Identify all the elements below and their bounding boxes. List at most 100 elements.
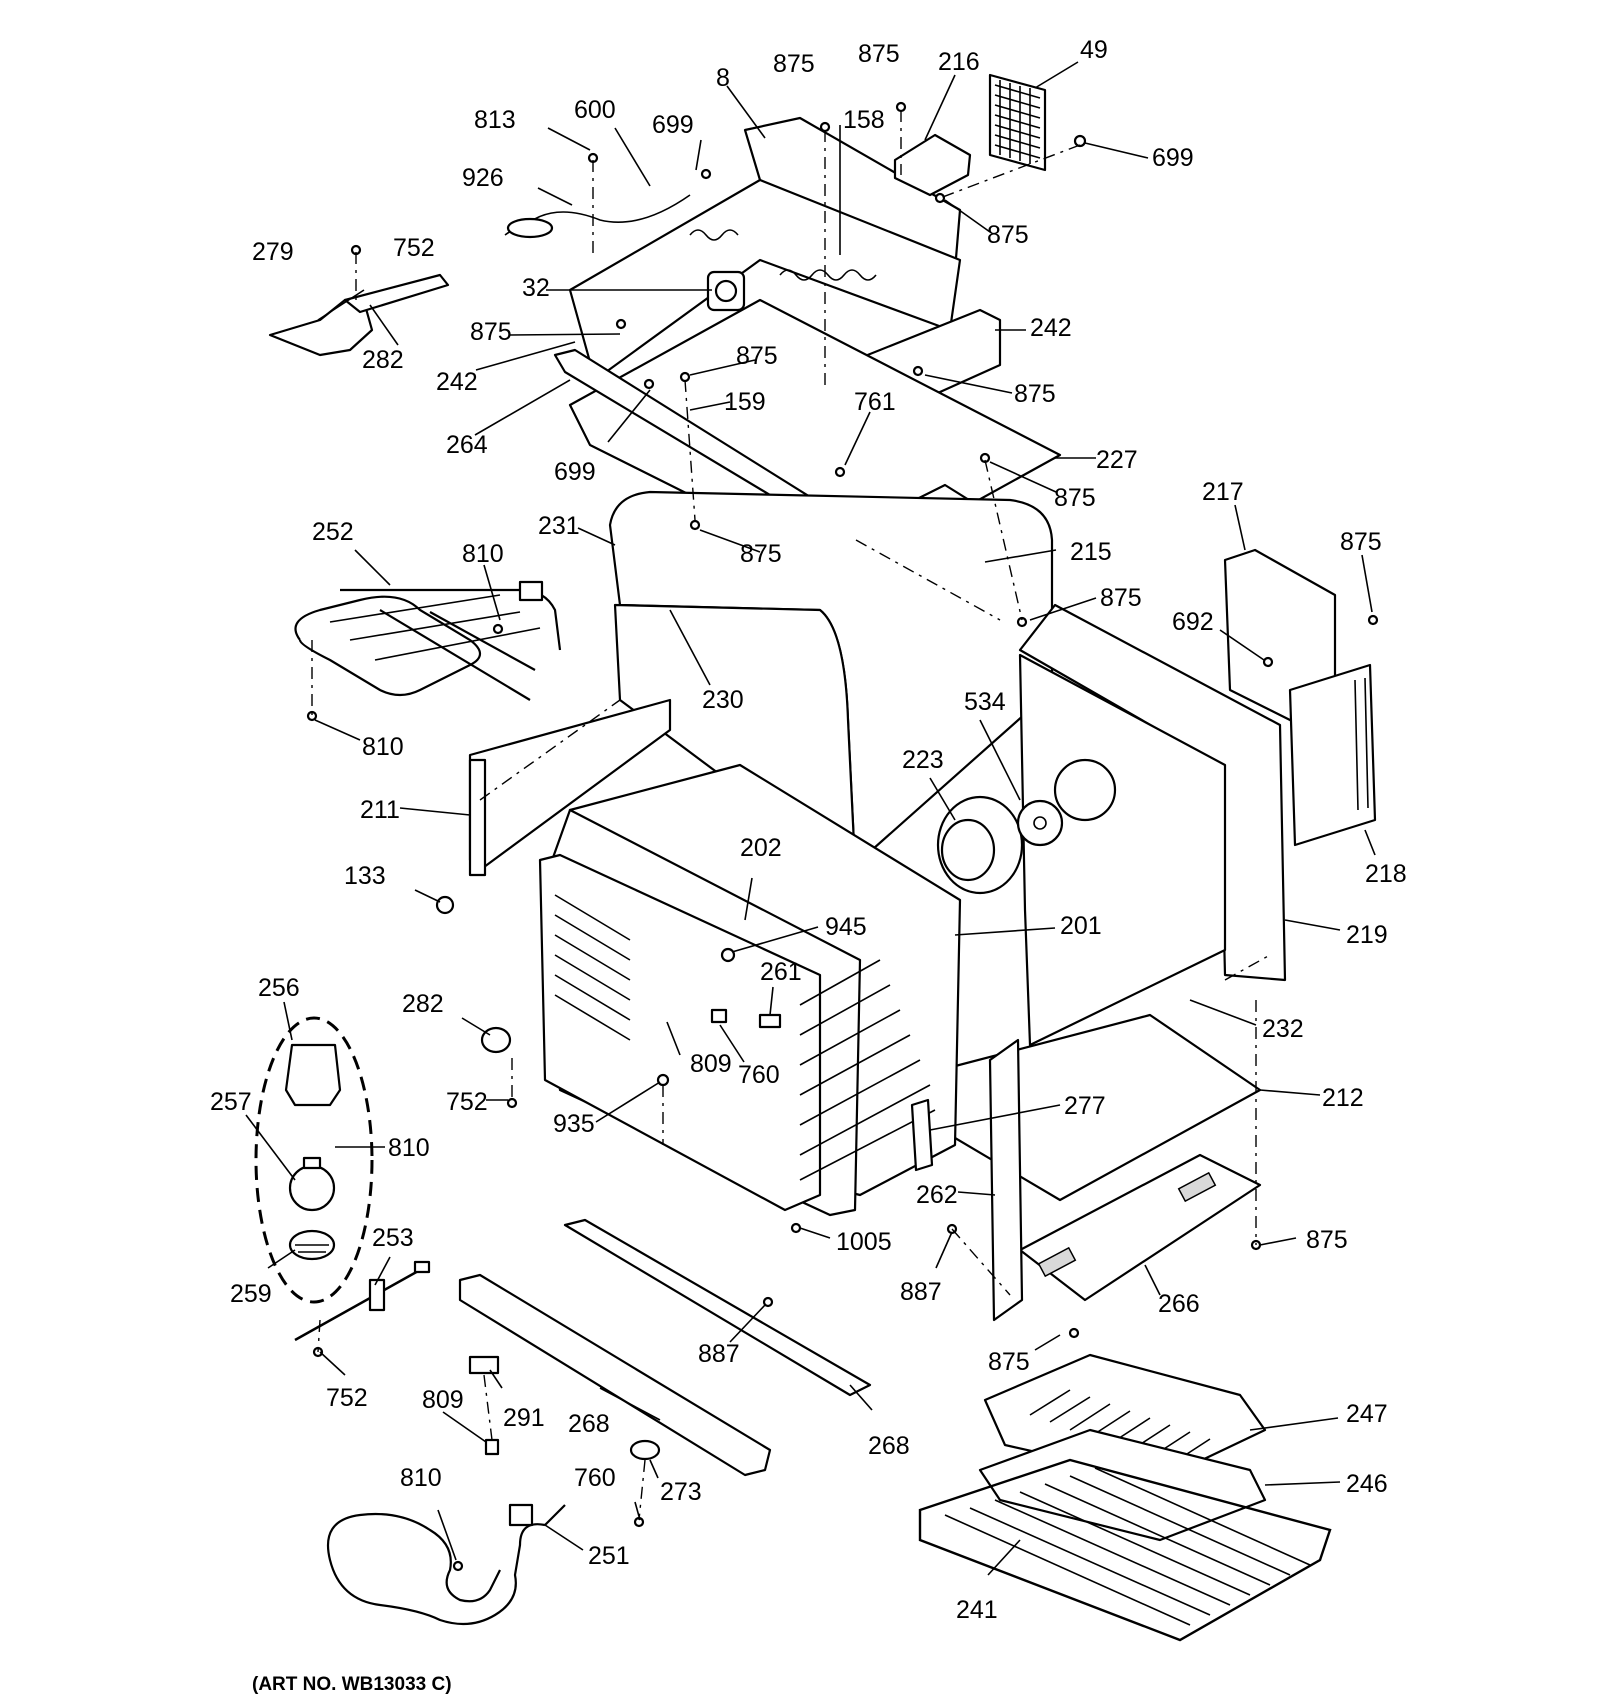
- callout-279: 279: [252, 238, 294, 266]
- part-277-hinge-receiver: [910, 1098, 934, 1172]
- callout-752: 752: [326, 1384, 368, 1412]
- callout-699: 699: [1152, 144, 1194, 172]
- callout-247: 247: [1346, 1400, 1388, 1428]
- callout-875: 875: [470, 318, 512, 346]
- part-534-fan-plate: [1016, 799, 1064, 847]
- callout-202: 202: [740, 834, 782, 862]
- callout-282: 282: [362, 346, 404, 374]
- callout-219: 219: [1346, 921, 1388, 949]
- callout-246: 246: [1346, 1470, 1388, 1498]
- callout-232: 232: [1262, 1015, 1304, 1043]
- callout-268: 268: [868, 1432, 910, 1460]
- callout-875: 875: [1054, 484, 1096, 512]
- oven-cavity-assembly: [538, 763, 962, 1217]
- part-945-grommet: [720, 947, 736, 963]
- part-49-grille: [988, 73, 1047, 172]
- part-291-switch: [468, 1355, 500, 1375]
- callout-241: 241: [956, 1596, 998, 1624]
- part-282-lamp-shield-strip: [343, 273, 450, 314]
- part-256-lamp-group: [254, 1016, 374, 1304]
- cavity-opening: [538, 853, 822, 1212]
- part-261-sensor: [758, 1013, 782, 1029]
- part-216-cover: [893, 133, 972, 197]
- rear-opening: [1053, 758, 1117, 822]
- bottom-assembly: [938, 1013, 1262, 1302]
- callout-216: 216: [938, 48, 980, 76]
- part-218-terminal-block: [1288, 663, 1377, 847]
- part-935-plug: [656, 1073, 670, 1087]
- part-926-wire-clip: [506, 217, 554, 239]
- part-133-screw: [435, 895, 455, 915]
- callout-223: 223: [902, 746, 944, 774]
- callout-810: 810: [388, 1134, 430, 1162]
- leader-lines: [245, 61, 1376, 1576]
- callout-49: 49: [1080, 36, 1108, 64]
- callout-809: 809: [422, 1386, 464, 1414]
- callout-875: 875: [1340, 528, 1382, 556]
- callout-809: 809: [690, 1050, 732, 1078]
- part-257-lamp-socket: [284, 1043, 342, 1107]
- callout-810: 810: [400, 1464, 442, 1492]
- callout-761: 761: [854, 388, 896, 416]
- part-232-cavity-back: [1018, 653, 1227, 1047]
- callout-256: 256: [258, 974, 300, 1002]
- part-252-broil-element: [294, 580, 562, 701]
- alignment-centerlines: [311, 110, 1271, 1521]
- part-282-light-socket: [480, 1026, 512, 1054]
- callout-926: 926: [462, 164, 504, 192]
- callout-273: 273: [660, 1478, 702, 1506]
- callout-760: 760: [738, 1061, 780, 1089]
- callout-699: 699: [554, 458, 596, 486]
- callout-212: 212: [1322, 1084, 1364, 1112]
- callout-133: 133: [344, 862, 386, 890]
- callout-labels: 8 49 216 875 875 158 699 699 600 813 926…: [210, 36, 1407, 1624]
- callout-215: 215: [1070, 538, 1112, 566]
- callout-266: 266: [1158, 1290, 1200, 1318]
- callout-875: 875: [987, 221, 1029, 249]
- part-211-side-panel-lower: [468, 758, 487, 877]
- rack-wires: [944, 1467, 1311, 1626]
- callout-230: 230: [702, 686, 744, 714]
- callout-875: 875: [1306, 1226, 1348, 1254]
- callout-227: 227: [1096, 446, 1138, 474]
- callout-875: 875: [773, 50, 815, 78]
- callout-282: 282: [402, 990, 444, 1018]
- part-810-element-bracket: [518, 580, 544, 602]
- callout-159: 159: [724, 388, 766, 416]
- callout-752: 752: [446, 1088, 488, 1116]
- callout-158: 158: [843, 106, 885, 134]
- callout-32: 32: [522, 274, 550, 302]
- part-257-bulb: [288, 1164, 336, 1212]
- callout-1005: 1005: [836, 1228, 892, 1256]
- callout-692: 692: [1172, 608, 1214, 636]
- part-268-front-trim-lower: [458, 1273, 772, 1477]
- part-268-front-trim-upper: [563, 1218, 872, 1397]
- part-219-back-panel: [1018, 603, 1287, 982]
- callout-251: 251: [588, 1542, 630, 1570]
- lamp-cover-assembly: [268, 273, 450, 357]
- part-253-sensor-probe: [294, 1260, 431, 1342]
- callout-257: 257: [210, 1088, 252, 1116]
- callout-875: 875: [858, 40, 900, 68]
- callout-277: 277: [1064, 1092, 1106, 1120]
- callout-264: 264: [446, 431, 488, 459]
- callout-810: 810: [362, 733, 404, 761]
- callout-875: 875: [988, 1348, 1030, 1376]
- callout-268: 268: [568, 1410, 610, 1438]
- terminal-block-slots: [1354, 677, 1369, 811]
- callout-201: 201: [1060, 912, 1102, 940]
- callout-242: 242: [436, 368, 478, 396]
- callout-259: 259: [230, 1280, 272, 1308]
- back-panel-assembly: [1018, 548, 1377, 1047]
- callout-8: 8: [716, 64, 730, 92]
- callout-699: 699: [652, 111, 694, 139]
- part-760-screw: [710, 1008, 728, 1024]
- front-rails: [458, 1038, 1024, 1477]
- callout-262: 262: [916, 1181, 958, 1209]
- rack-supports-right: [799, 959, 936, 1181]
- callout-813: 813: [474, 106, 516, 134]
- callout-218: 218: [1365, 860, 1407, 888]
- callout-810: 810: [462, 540, 504, 568]
